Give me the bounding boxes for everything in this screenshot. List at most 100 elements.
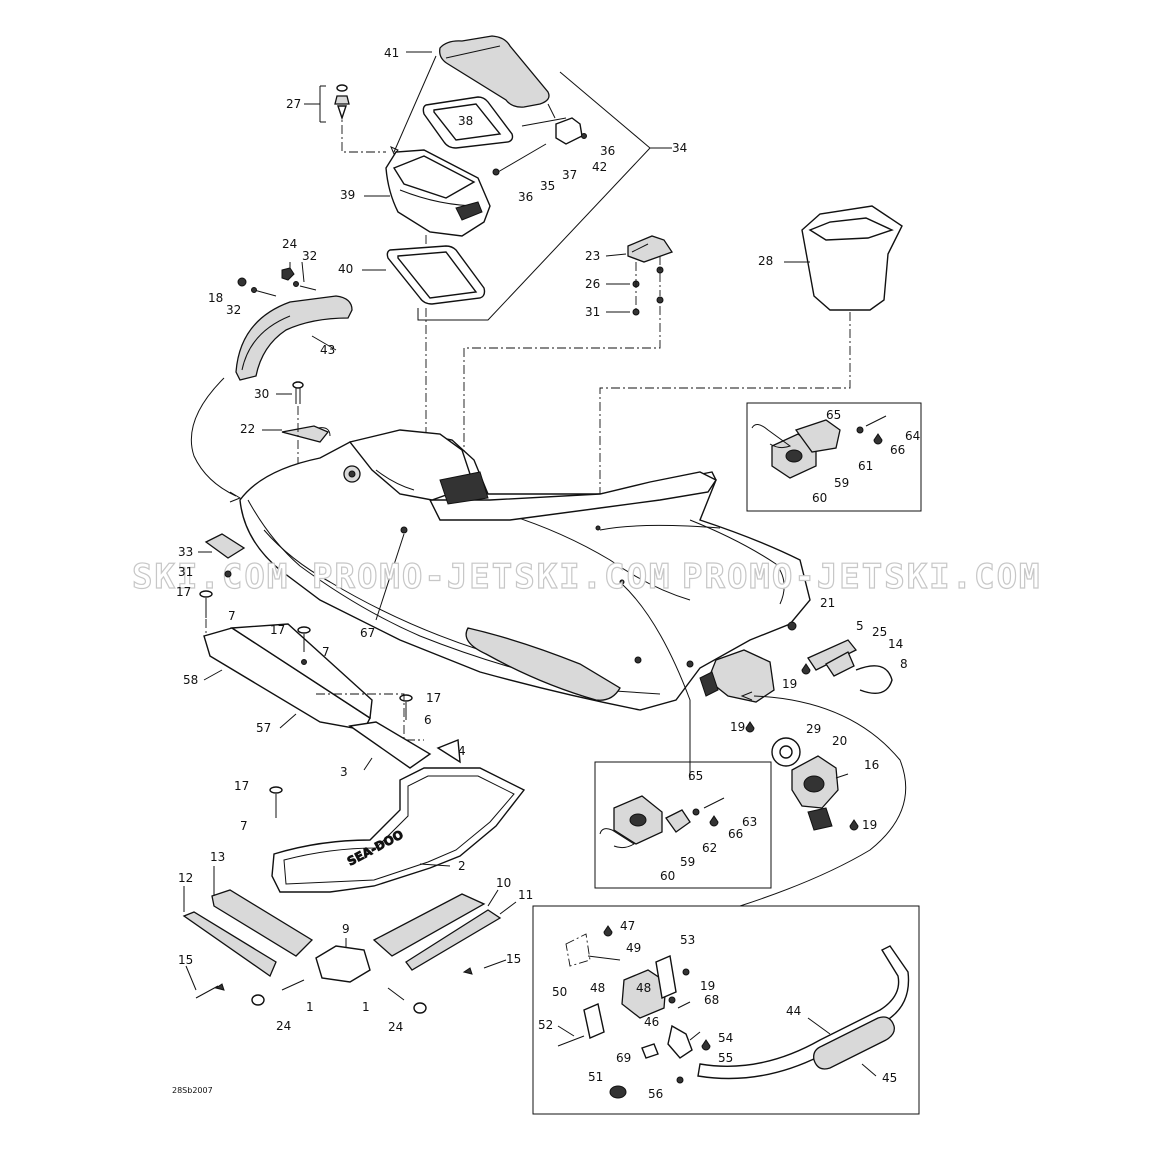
- hull-sponson: [465, 627, 621, 701]
- part-label-5: 5: [856, 619, 864, 633]
- part-label-66: 66: [728, 827, 743, 841]
- part-label-61: 61: [858, 459, 873, 473]
- part-label-56: 56: [648, 1087, 663, 1101]
- part-label-40: 40: [338, 262, 353, 276]
- part-label-35: 35: [540, 179, 555, 193]
- part-label-9: 9: [342, 922, 350, 936]
- part-label-41: 41: [384, 46, 399, 60]
- part-label-29: 29: [806, 722, 821, 736]
- leader-line-57: [279, 713, 297, 729]
- part-label-65: 65: [688, 769, 703, 783]
- part-label-19: 19: [730, 720, 745, 734]
- plate-57: [229, 623, 373, 720]
- intake-grate-2: [271, 767, 526, 893]
- part-label-13: 13: [210, 850, 225, 864]
- part-label-55: 55: [718, 1051, 733, 1065]
- part-label-52: 52: [538, 1018, 553, 1032]
- part-label-11: 11: [518, 888, 533, 902]
- part-label-46: 46: [644, 1015, 659, 1029]
- part-label-23: 23: [585, 249, 600, 263]
- part-label-14: 14: [888, 637, 903, 651]
- part-label-30: 30: [254, 387, 269, 401]
- part-label-16: 16: [864, 758, 879, 772]
- part-label-12: 12: [178, 871, 193, 885]
- part-label-32: 32: [302, 249, 317, 263]
- part-label-51: 51: [588, 1070, 603, 1084]
- part-label-21: 21: [820, 596, 835, 610]
- leader-line-43: [311, 335, 337, 351]
- leader-line-3: [363, 757, 373, 771]
- leader-line-15: [185, 965, 197, 991]
- part-label-25: 25: [872, 625, 887, 639]
- part-label-47: 47: [620, 919, 635, 933]
- part-label-59: 59: [834, 476, 849, 490]
- leader-line-58: [203, 669, 223, 681]
- part-label-19: 19: [862, 818, 877, 832]
- rail-10: [372, 893, 486, 957]
- part-label-19: 19: [700, 979, 715, 993]
- part-label-4: 4: [458, 744, 466, 758]
- part-label-60: 60: [812, 491, 827, 505]
- part-label-8: 8: [900, 657, 908, 671]
- plate-3: [348, 721, 432, 769]
- part-label-39: 39: [340, 188, 355, 202]
- part-label-26: 26: [585, 277, 600, 291]
- part-label-31: 31: [585, 305, 600, 319]
- part-label-28: 28: [758, 254, 773, 268]
- part-label-53: 53: [680, 933, 695, 947]
- part-label-7: 7: [240, 819, 248, 833]
- part-label-45: 45: [882, 1071, 897, 1085]
- part-label-7: 7: [322, 645, 330, 659]
- part-label-69: 69: [616, 1051, 631, 1065]
- part-label-50: 50: [552, 985, 567, 999]
- part-label-57: 57: [256, 721, 271, 735]
- part-label-62: 62: [702, 841, 717, 855]
- hull: [239, 431, 811, 711]
- leader-line-23: [605, 253, 627, 257]
- part-label-22: 22: [240, 422, 255, 436]
- part-label-68: 68: [704, 993, 719, 1007]
- leader-line-45: [861, 1063, 877, 1077]
- part-label-48: 48: [636, 981, 651, 995]
- part-label-43: 43: [320, 343, 335, 357]
- part-label-15: 15: [506, 952, 521, 966]
- grip-45: [813, 1016, 895, 1070]
- part-label-17: 17: [426, 691, 441, 705]
- part-label-33: 33: [178, 545, 193, 559]
- part-label-1: 1: [306, 1000, 314, 1014]
- storage-group-bracket: [417, 71, 651, 321]
- part-label-34: 34: [672, 141, 687, 155]
- part-label-17: 17: [234, 779, 249, 793]
- inset-box-upper: [746, 402, 922, 512]
- storage-lid: [439, 35, 550, 108]
- part-label-2: 2: [458, 859, 466, 873]
- leader-line-10: [487, 889, 499, 907]
- part-label-3: 3: [340, 765, 348, 779]
- watermark-text-3: PROMO-JETSKI.COM: [682, 557, 1042, 597]
- part-label-20: 20: [832, 734, 847, 748]
- inset-box-bottom: [532, 905, 920, 1115]
- part-label-19: 19: [782, 677, 797, 691]
- part-label-10: 10: [496, 876, 511, 890]
- part-label-6: 6: [424, 713, 432, 727]
- rail-12: [182, 911, 277, 977]
- part-label-65: 65: [826, 408, 841, 422]
- part-label-42: 42: [592, 160, 607, 174]
- part-label-64: 64: [905, 429, 920, 443]
- part-label-54: 54: [718, 1031, 733, 1045]
- part-label-66: 66: [890, 443, 905, 457]
- part-label-32: 32: [226, 303, 241, 317]
- leader-line-52: [557, 1025, 575, 1037]
- part-label-60: 60: [660, 869, 675, 883]
- watermark-text-2: PROMO-JETSKI.COM: [312, 557, 672, 597]
- part-label-1: 1: [362, 1000, 370, 1014]
- rail-13: [211, 889, 314, 957]
- part-label-17: 17: [270, 623, 285, 637]
- leader-line-11: [499, 901, 517, 915]
- leader-line-2: [419, 863, 451, 867]
- part-label-7: 7: [228, 609, 236, 623]
- plate-4: [436, 739, 461, 764]
- part-label-49: 49: [626, 941, 641, 955]
